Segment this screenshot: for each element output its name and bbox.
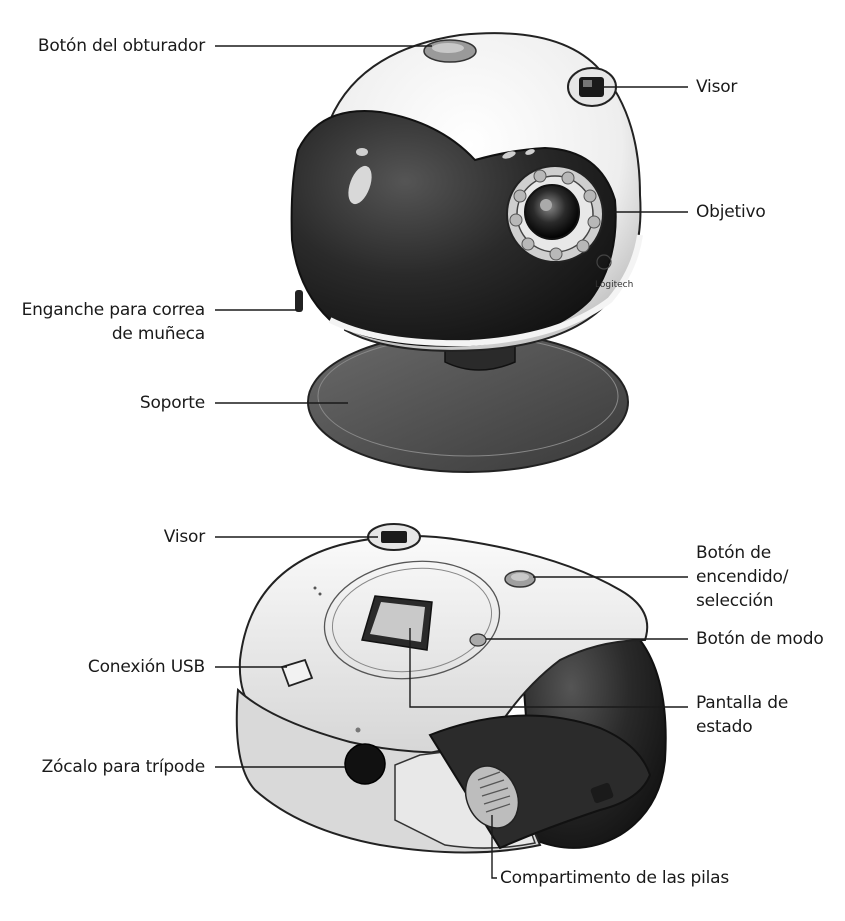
label-status-line1: Pantalla de	[696, 693, 789, 713]
label-viewfinder-back: Visor	[163, 527, 205, 547]
logo-text: Logitech	[595, 280, 633, 290]
usb-connector-shape	[280, 658, 314, 688]
mode-button-shape	[469, 633, 487, 647]
label-shutter-button: Botón del obturador	[37, 36, 205, 56]
leader-lines	[215, 45, 688, 879]
label-battery: Compartimento de las pilas	[500, 868, 730, 888]
viewfinder-front-shape	[567, 67, 617, 107]
label-lens: Objetivo	[696, 202, 766, 222]
front-camera: Logitech	[290, 32, 643, 473]
lens-shape	[506, 165, 604, 263]
label-mode-button: Botón de modo	[696, 629, 824, 649]
label-tripod: Zócalo para trípode	[41, 757, 206, 777]
label-status-line2: estado	[696, 717, 753, 737]
tripod-socket-shape	[344, 743, 386, 785]
label-stand: Soporte	[139, 393, 205, 413]
label-usb: Conexión USB	[87, 657, 205, 677]
back-camera	[235, 523, 667, 854]
label-viewfinder-front: Visor	[696, 77, 738, 97]
label-power-line1: Botón de	[696, 543, 771, 563]
label-strap-hook-line1: Enganche para correa	[21, 300, 206, 320]
label-strap-hook-line2: de muñeca	[111, 324, 205, 344]
label-power-line3: selección	[696, 591, 774, 611]
status-screen-shape	[361, 595, 433, 651]
label-power-line2: encendido/	[696, 567, 789, 587]
